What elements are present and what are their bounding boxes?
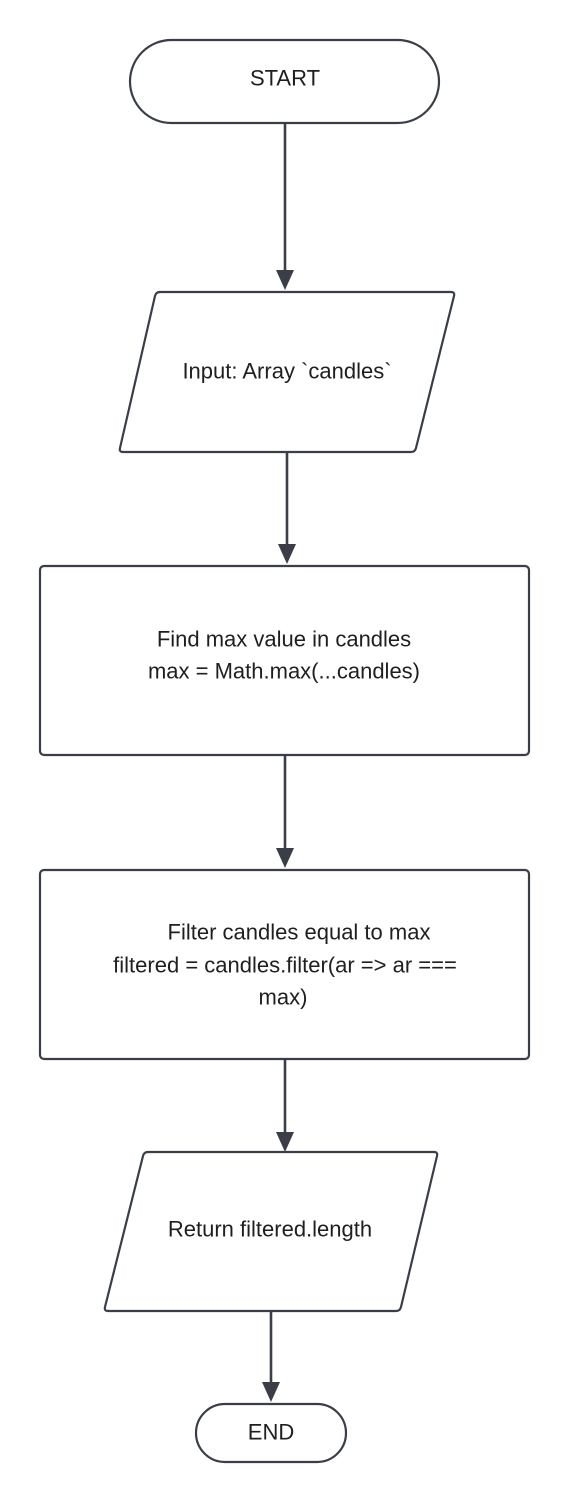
filter-line-2: filtered = candles.filter(ar => ar === — [113, 953, 457, 978]
edge-find-max-filter — [276, 755, 294, 868]
node-input: Input: Array `candles` — [118, 290, 456, 454]
return-label: Return filtered.length — [168, 1217, 372, 1242]
edge-filter-return — [276, 1059, 294, 1152]
node-start: START — [128, 38, 441, 125]
input-label: Input: Array `candles` — [182, 359, 391, 384]
edge-return-end — [262, 1311, 280, 1402]
edge-start-input — [276, 123, 294, 290]
input-parallelogram-shape — [118, 290, 456, 454]
find-max-process-shape — [38, 564, 531, 757]
filter-line-3: max) — [259, 985, 308, 1010]
node-return: Return filtered.length — [103, 1150, 439, 1313]
end-terminator-shape — [194, 1402, 348, 1464]
edge-input-find-max — [278, 452, 296, 564]
start-label: START — [250, 66, 320, 91]
start-terminator-shape — [128, 38, 441, 125]
find-max-line-2: max = Math.max(...candles) — [148, 659, 420, 684]
return-parallelogram-shape — [103, 1150, 439, 1313]
filter-line-1: Filter candles equal to max — [168, 920, 431, 945]
filter-process-shape — [38, 868, 531, 1061]
end-label: END — [248, 1420, 294, 1445]
node-filter: Filter candles equal to max filtered = c… — [38, 868, 531, 1061]
node-end: END — [194, 1402, 348, 1464]
find-max-line-1: Find max value in candles — [157, 627, 411, 652]
node-find-max: Find max value in candles max = Math.max… — [38, 564, 531, 757]
